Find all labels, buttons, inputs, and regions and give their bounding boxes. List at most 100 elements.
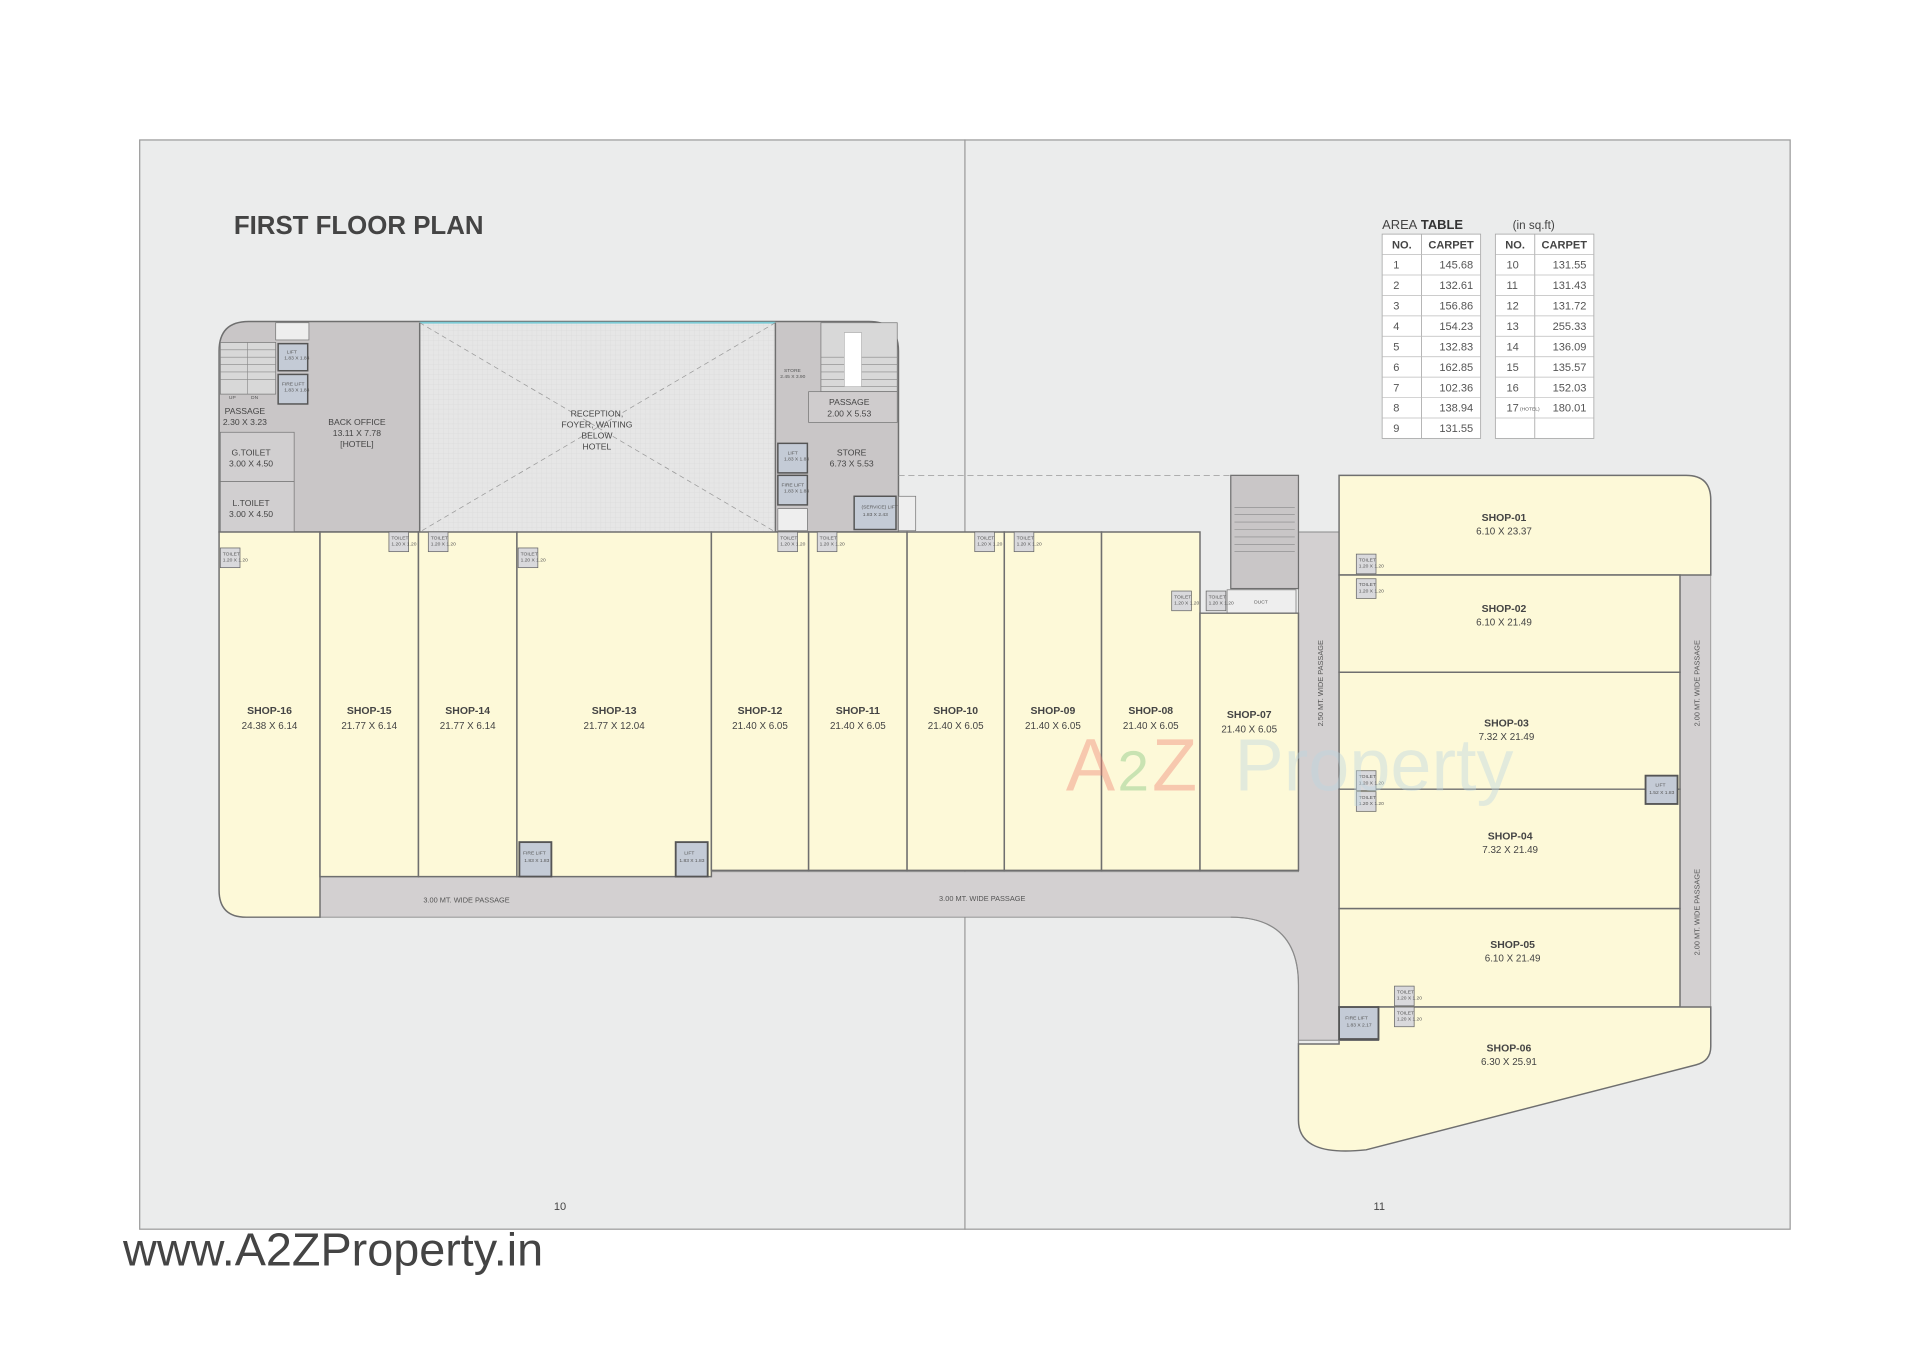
svg-text:1.52 X 1.83: 1.52 X 1.83	[1649, 790, 1674, 796]
svg-text:TOILET: TOILET	[1359, 774, 1376, 780]
svg-text:TOILET: TOILET	[1209, 594, 1226, 600]
svg-text:FIRE LIFT: FIRE LIFT	[523, 850, 546, 856]
svg-text:1.20 X 1.20: 1.20 X 1.20	[521, 557, 546, 563]
svg-text:FIRE LIFT: FIRE LIFT	[282, 381, 305, 387]
svg-text:TOILET: TOILET	[391, 535, 408, 541]
table-cell-carpet: 156.86	[1439, 301, 1473, 313]
svg-text:Z: Z	[1152, 723, 1197, 806]
shop-shop-16[interactable]	[218, 531, 321, 918]
shop-label: SHOP-10	[933, 706, 978, 717]
svg-text:AREA TABLE: AREA TABLE	[1382, 217, 1463, 232]
shop-dimension: 21.40 X 6.05	[928, 721, 984, 732]
svg-text:(SERVICE) LIFT: (SERVICE) LIFT	[862, 505, 898, 511]
table-cell-no: 11	[1506, 280, 1517, 292]
svg-text:1.20 X 1.20: 1.20 X 1.20	[1397, 996, 1422, 1002]
toilet	[1171, 590, 1192, 612]
table-cell-no: 17	[1506, 403, 1518, 415]
table-cell-no: 9	[1393, 423, 1399, 435]
svg-text:TOILET: TOILET	[1359, 795, 1376, 801]
svg-text:1.20 X 1.20: 1.20 X 1.20	[780, 541, 805, 547]
shop-dimension: 21.40 X 6.05	[1025, 721, 1081, 732]
svg-text:TOILET: TOILET	[977, 535, 994, 541]
svg-text:CARPET: CARPET	[1428, 239, 1474, 251]
table-cell-carpet: 255.33	[1553, 321, 1587, 333]
svg-text:NO.: NO.	[1392, 239, 1412, 251]
svg-text:1.83 X 1.83: 1.83 X 1.83	[679, 858, 704, 864]
svg-text:FOYER, WAITING: FOYER, WAITING	[561, 419, 632, 429]
table-cell-no: 12	[1506, 301, 1518, 313]
svg-text:1.83 X 2.17: 1.83 X 2.17	[1346, 1023, 1371, 1029]
toilet	[777, 531, 798, 553]
table-cell-carpet: 138.94	[1439, 403, 1473, 415]
lift-shop-13	[674, 841, 709, 878]
svg-text:UP: UP	[229, 395, 237, 401]
svg-text:[HOTEL]: [HOTEL]	[340, 439, 374, 449]
toilet	[219, 547, 241, 569]
page-number-right: 11	[1374, 1201, 1385, 1213]
shop-shop-07[interactable]	[1199, 612, 1300, 872]
table-cell-no: 15	[1506, 362, 1518, 374]
shop-shop-13[interactable]	[516, 531, 713, 878]
svg-text:LIFT: LIFT	[684, 850, 694, 856]
shop-shop-08[interactable]	[1100, 531, 1201, 872]
duct-left	[275, 322, 310, 341]
shop-shop-15[interactable]	[319, 531, 420, 878]
svg-text:DUCT: DUCT	[1254, 599, 1268, 605]
stair-left	[219, 342, 277, 395]
svg-text:2.00 X 5.53: 2.00 X 5.53	[827, 408, 871, 418]
shop-shop-01[interactable]	[1338, 474, 1712, 576]
table-cell-carpet: 154.23	[1439, 321, 1473, 333]
service-lift	[853, 495, 897, 531]
svg-text:LIFT: LIFT	[287, 349, 297, 355]
toilet	[427, 531, 449, 553]
svg-text:NO.: NO.	[1505, 239, 1525, 251]
shop-shop-10[interactable]	[906, 531, 1006, 872]
passage-label: 3.00 MT. WIDE PASSAGE	[423, 895, 509, 904]
fire-lift-shop-06	[1338, 1006, 1380, 1040]
shop-shop-11[interactable]	[807, 531, 908, 872]
svg-text:FIRE LIFT: FIRE LIFT	[1345, 1015, 1368, 1021]
shop-dimension: 6.10 X 21.49	[1485, 954, 1541, 965]
svg-text:BACK OFFICE: BACK OFFICE	[328, 417, 386, 427]
reception-label: RECEPTION, FOYER, WAITING BELOW HOTEL	[561, 408, 632, 451]
shop-label: SHOP-04	[1488, 832, 1533, 843]
shop-shop-09[interactable]	[1003, 531, 1103, 872]
svg-text:2.45 X 3.90: 2.45 X 3.90	[780, 374, 805, 380]
duct-service	[898, 495, 917, 532]
table-cell-carpet: 131.55	[1553, 260, 1587, 272]
svg-text:PASSAGE: PASSAGE	[225, 406, 266, 416]
shop-dimension: 7.32 X 21.49	[1479, 732, 1535, 743]
svg-text:LIFT: LIFT	[788, 450, 798, 456]
svg-text:1.20 X 1.20: 1.20 X 1.20	[1359, 588, 1384, 594]
toilet	[1355, 770, 1377, 791]
passage-curve	[1230, 916, 1300, 1044]
table-cell-carpet: 132.83	[1439, 341, 1473, 353]
website-watermark: www.A2ZProperty.in	[122, 1224, 543, 1276]
shop-label: SHOP-12	[738, 706, 783, 717]
shop-dimension: 21.77 X 6.14	[341, 721, 397, 732]
shop-label: SHOP-14	[445, 706, 490, 717]
shop-label: SHOP-09	[1031, 706, 1076, 717]
svg-text:CARPET: CARPET	[1542, 239, 1588, 251]
fire-lift-right	[777, 474, 809, 506]
passage-label: 2.50 MT. WIDE PASSAGE	[1316, 640, 1325, 726]
fire-lift-shop-13	[518, 841, 553, 878]
fire-lift-left	[277, 373, 309, 405]
shop-shop-14[interactable]	[417, 531, 518, 878]
svg-text:TOILET: TOILET	[223, 551, 240, 557]
svg-text:1.20 X 1.20: 1.20 X 1.20	[1397, 1017, 1422, 1023]
shop-label: SHOP-08	[1128, 706, 1173, 717]
shop-shop-06[interactable]	[1297, 1006, 1712, 1152]
svg-text:1.83 X 1.83: 1.83 X 1.83	[284, 388, 309, 394]
shop-shop-12[interactable]	[710, 531, 810, 872]
shop-label: SHOP-05	[1490, 940, 1535, 951]
toilet	[1013, 531, 1035, 553]
shop-label: SHOP-07	[1227, 710, 1272, 721]
table-cell-no: 7	[1393, 382, 1399, 394]
table-cell-no: 14	[1506, 341, 1518, 353]
svg-text:TOILET: TOILET	[431, 535, 448, 541]
shop-dimension: 6.10 X 23.37	[1476, 526, 1532, 537]
passage-label: 2.00 MT. WIDE PASSAGE	[1693, 640, 1702, 726]
lift-right	[777, 442, 809, 474]
